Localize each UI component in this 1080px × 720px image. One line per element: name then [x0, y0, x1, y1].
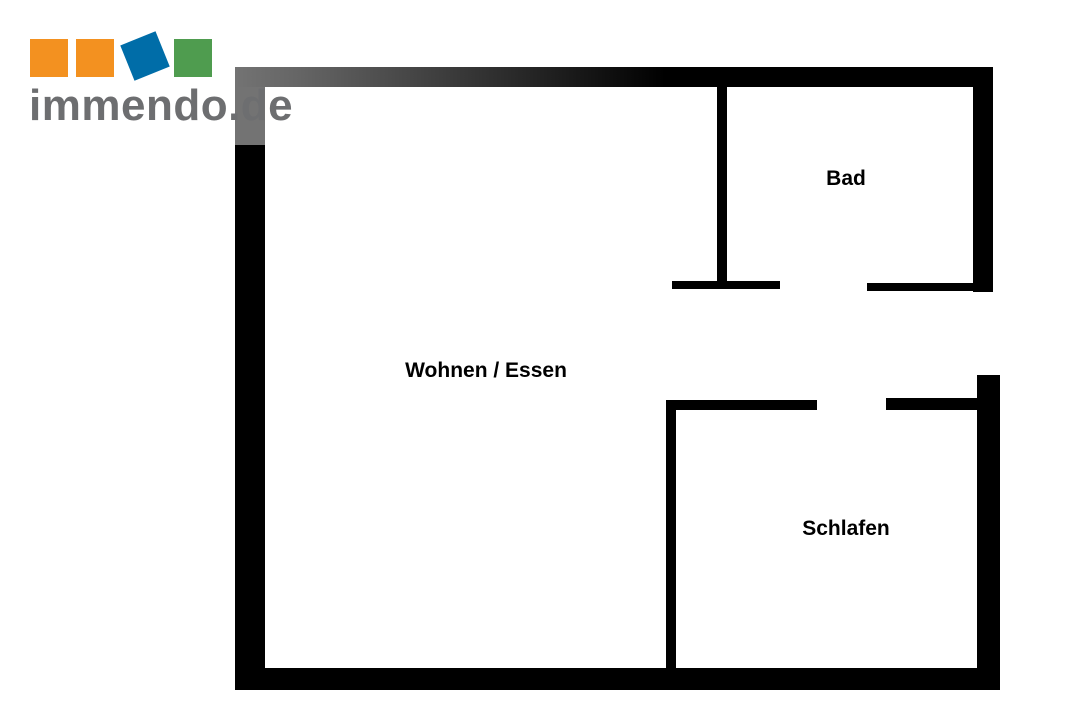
- wall-bad-bottom-left: [672, 281, 780, 289]
- wall-schlafen-top-left: [666, 400, 817, 410]
- wall-bad-bottom-right: [867, 283, 977, 291]
- wall-top: [235, 67, 993, 87]
- logo-square-orange-2: [76, 39, 114, 77]
- wall-bad-left: [717, 87, 727, 288]
- wall-right-upper: [973, 67, 993, 292]
- wall-bottom: [235, 668, 1000, 690]
- wall-schlafen-left: [666, 400, 676, 668]
- room-label-bad: Bad: [826, 167, 866, 190]
- room-label-wohnen-essen: Wohnen / Essen: [405, 359, 567, 382]
- wall-right-lower: [977, 375, 1000, 690]
- wall-schlafen-top-right: [886, 398, 980, 410]
- logo-text: immendo.de: [29, 81, 294, 130]
- logo-square-orange-1: [30, 39, 68, 77]
- wall-left: [235, 87, 265, 690]
- logo-square-blue: [120, 31, 170, 81]
- room-label-schlafen: Schlafen: [802, 517, 890, 540]
- logo-square-green: [174, 39, 212, 77]
